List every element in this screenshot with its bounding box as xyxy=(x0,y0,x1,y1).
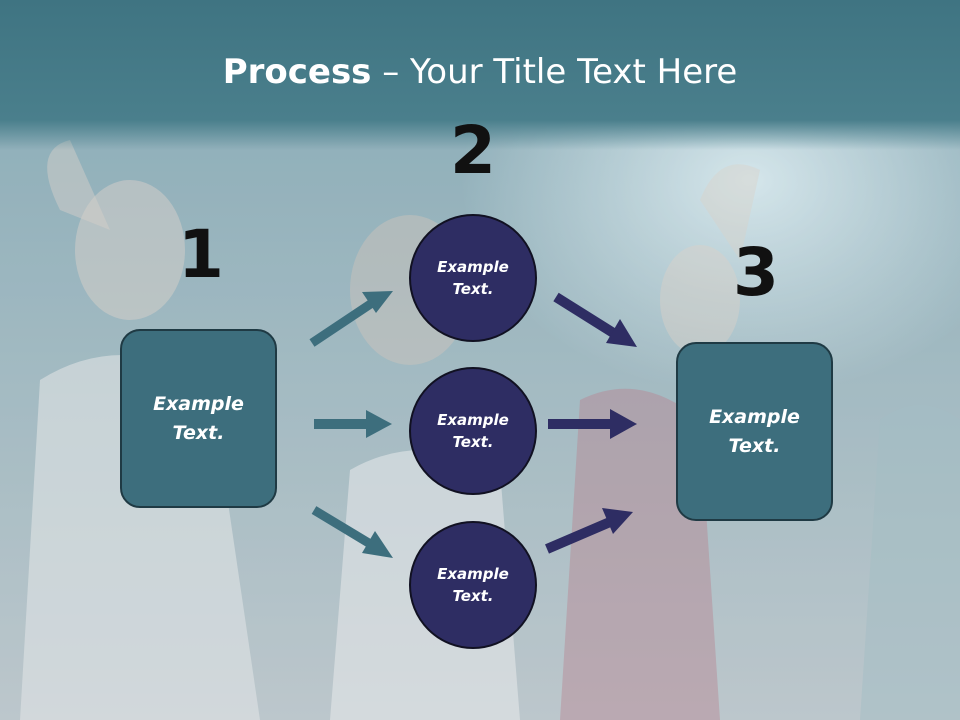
circle-top-line1: Example xyxy=(437,257,509,276)
end-box-line2: Text. xyxy=(728,434,781,457)
title-bold: Process xyxy=(222,52,372,92)
circle-middle: Example Text. xyxy=(409,367,537,495)
step-number-2: 2 xyxy=(450,112,496,189)
start-box-line1: Example xyxy=(153,393,244,415)
title-rest: – Your Title Text Here xyxy=(371,52,738,92)
start-box: Example Text. xyxy=(120,329,277,508)
start-box-line2: Text. xyxy=(172,421,225,444)
end-box: Example Text. xyxy=(676,342,833,521)
circle-bottom-line1: Example xyxy=(437,564,509,583)
page-title: Process – Your Title Text Here xyxy=(0,52,960,92)
circle-top: Example Text. xyxy=(409,214,537,342)
step-number-3: 3 xyxy=(733,234,779,311)
step-number-1: 1 xyxy=(178,216,224,293)
circle-middle-line1: Example xyxy=(437,410,509,429)
circle-middle-line2: Text. xyxy=(452,433,494,451)
circle-top-line2: Text. xyxy=(452,280,494,298)
end-box-line1: Example xyxy=(709,406,800,428)
title-bar xyxy=(0,0,960,150)
circle-bottom-line2: Text. xyxy=(452,587,494,605)
circle-bottom: Example Text. xyxy=(409,521,537,649)
